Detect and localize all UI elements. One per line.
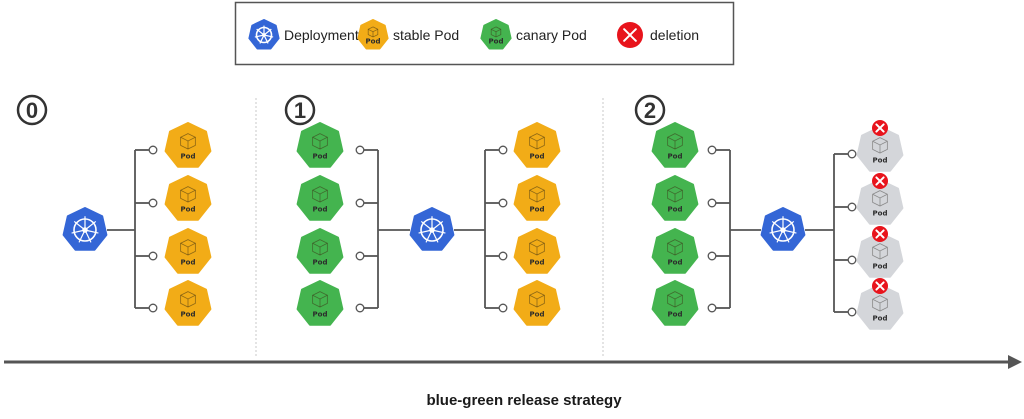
canary-pod-icon: Pod	[651, 228, 699, 274]
connector-port	[707, 145, 717, 155]
pod-label: Pod	[873, 157, 888, 165]
deletion-icon	[617, 22, 643, 48]
connector-port	[355, 145, 365, 155]
legend-item: deletion	[617, 22, 699, 48]
timeline-caption: blue-green release strategy	[426, 392, 622, 409]
stable-pod-icon: Pod	[513, 175, 561, 221]
pod-label: Pod	[366, 37, 381, 45]
connector-port	[148, 198, 158, 208]
legend-item: Deployment	[248, 19, 359, 50]
step-number-badge: 1	[284, 94, 316, 126]
legend-item: Pod stable Pod	[357, 19, 459, 50]
deployment-icon	[760, 207, 806, 251]
connector-port	[148, 251, 158, 261]
legend-item: Pod canary Pod	[480, 19, 587, 50]
pod-label: Pod	[530, 206, 545, 214]
pod-label: Pod	[873, 210, 888, 218]
pod-label: Pod	[530, 259, 545, 267]
legend-label: deletion	[650, 27, 699, 43]
svg-text:0: 0	[26, 98, 38, 123]
connector-port	[498, 145, 508, 155]
connector-port	[355, 303, 365, 313]
arrow-head-icon	[1008, 355, 1022, 369]
connector-port	[498, 303, 508, 313]
connector-port	[148, 145, 158, 155]
deleted-pod-icon: Pod	[856, 126, 904, 172]
step-number-badge: 0	[16, 94, 48, 126]
deployment-icon	[409, 207, 455, 251]
deletion-icon	[872, 173, 888, 189]
connector-port	[707, 303, 717, 313]
deleted-pod-icon: Pod	[856, 232, 904, 278]
connector-port	[498, 198, 508, 208]
pod-label: Pod	[668, 206, 683, 214]
connector-port	[355, 251, 365, 261]
deployment-icon	[248, 19, 280, 50]
deleted-pod-icon: Pod	[856, 179, 904, 225]
pod-label: Pod	[313, 259, 328, 267]
legend-label: canary Pod	[516, 27, 587, 43]
timeline-arrow	[4, 355, 1022, 369]
connector-port	[498, 251, 508, 261]
deletion-icon	[872, 278, 888, 294]
svg-text:2: 2	[644, 98, 656, 123]
connector-port	[148, 303, 158, 313]
stable-pod-icon: Pod	[164, 175, 212, 221]
canary-pod-icon: Pod	[296, 175, 344, 221]
pod-label: Pod	[530, 153, 545, 161]
stable-pod-icon: Pod	[513, 122, 561, 168]
connector-port	[707, 198, 717, 208]
canary-pod-icon: Pod	[480, 19, 512, 50]
pod-label: Pod	[668, 259, 683, 267]
pod-label: Pod	[313, 206, 328, 214]
svg-text:1: 1	[294, 98, 306, 123]
pod-label: Pod	[181, 259, 196, 267]
pod-label: Pod	[489, 37, 504, 45]
stable-pod-icon: Pod	[513, 228, 561, 274]
deployment-icon	[62, 207, 108, 251]
pod-label: Pod	[873, 315, 888, 323]
canary-pod-icon: Pod	[296, 228, 344, 274]
pod-label: Pod	[181, 311, 196, 319]
canary-pod-icon: Pod	[651, 122, 699, 168]
pod-label: Pod	[181, 153, 196, 161]
canary-pod-icon: Pod	[651, 175, 699, 221]
canary-pod-icon: Pod	[651, 280, 699, 326]
stable-pod-icon: Pod	[357, 19, 389, 50]
deletion-icon	[872, 226, 888, 242]
stable-pod-icon: Pod	[164, 122, 212, 168]
stable-pod-icon: Pod	[513, 280, 561, 326]
connector-port	[707, 251, 717, 261]
pod-label: Pod	[668, 311, 683, 319]
pod-label: Pod	[668, 153, 683, 161]
pod-label: Pod	[313, 311, 328, 319]
connector-port	[847, 149, 857, 159]
connector-port	[847, 202, 857, 212]
legend-label: stable Pod	[393, 27, 459, 43]
pod-label: Pod	[313, 153, 328, 161]
stable-pod-icon: Pod	[164, 280, 212, 326]
legend-label: Deployment	[284, 27, 359, 43]
canary-pod-icon: Pod	[296, 280, 344, 326]
connector-port	[847, 307, 857, 317]
canary-pod-icon: Pod	[296, 122, 344, 168]
step-number-badge: 2	[634, 94, 666, 126]
deleted-pod-icon: Pod	[856, 284, 904, 330]
pod-label: Pod	[873, 263, 888, 271]
deletion-icon	[872, 120, 888, 136]
pod-label: Pod	[530, 311, 545, 319]
connector-port	[847, 255, 857, 265]
connector-port	[355, 198, 365, 208]
pod-label: Pod	[181, 206, 196, 214]
stable-pod-icon: Pod	[164, 228, 212, 274]
